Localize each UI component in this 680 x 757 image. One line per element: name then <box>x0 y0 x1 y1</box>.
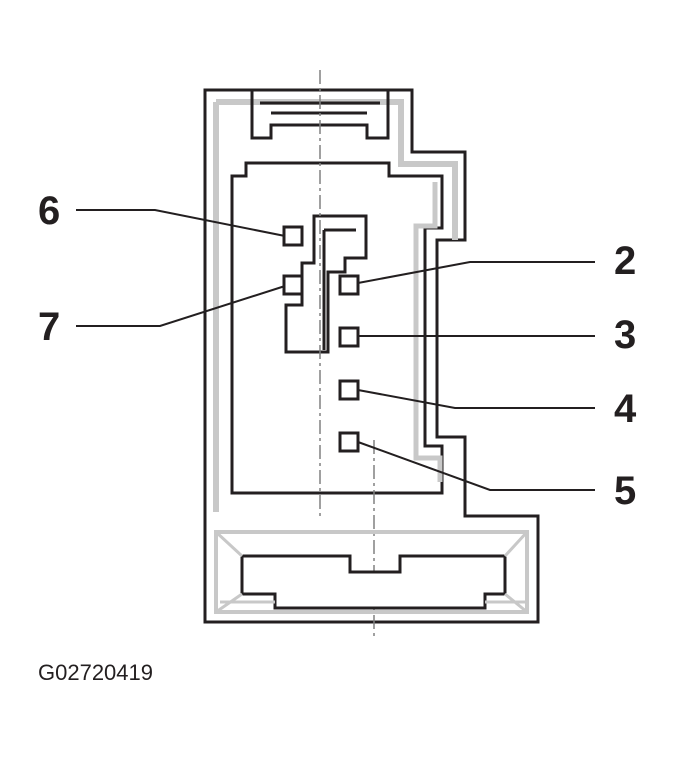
pin-label-5: 5 <box>614 469 636 513</box>
pin-label-3: 3 <box>614 313 636 357</box>
pin-label-6: 6 <box>38 189 60 233</box>
pin-2-terminal <box>338 274 360 296</box>
pin-label-7: 7 <box>38 305 60 349</box>
pin-label-2: 2 <box>614 239 636 283</box>
connector-skirt <box>214 530 529 614</box>
pin-label-4: 4 <box>614 387 637 431</box>
figure-id: G02720419 <box>38 660 153 685</box>
center-lines <box>319 70 375 640</box>
connector-housing <box>203 88 540 624</box>
pin-6-terminal <box>282 225 304 247</box>
pin-7-terminal <box>282 274 304 296</box>
pin-4-terminal <box>338 379 360 401</box>
leader-lines <box>76 209 595 491</box>
pin-3-terminal <box>338 326 360 348</box>
pin-5-terminal <box>338 431 360 453</box>
